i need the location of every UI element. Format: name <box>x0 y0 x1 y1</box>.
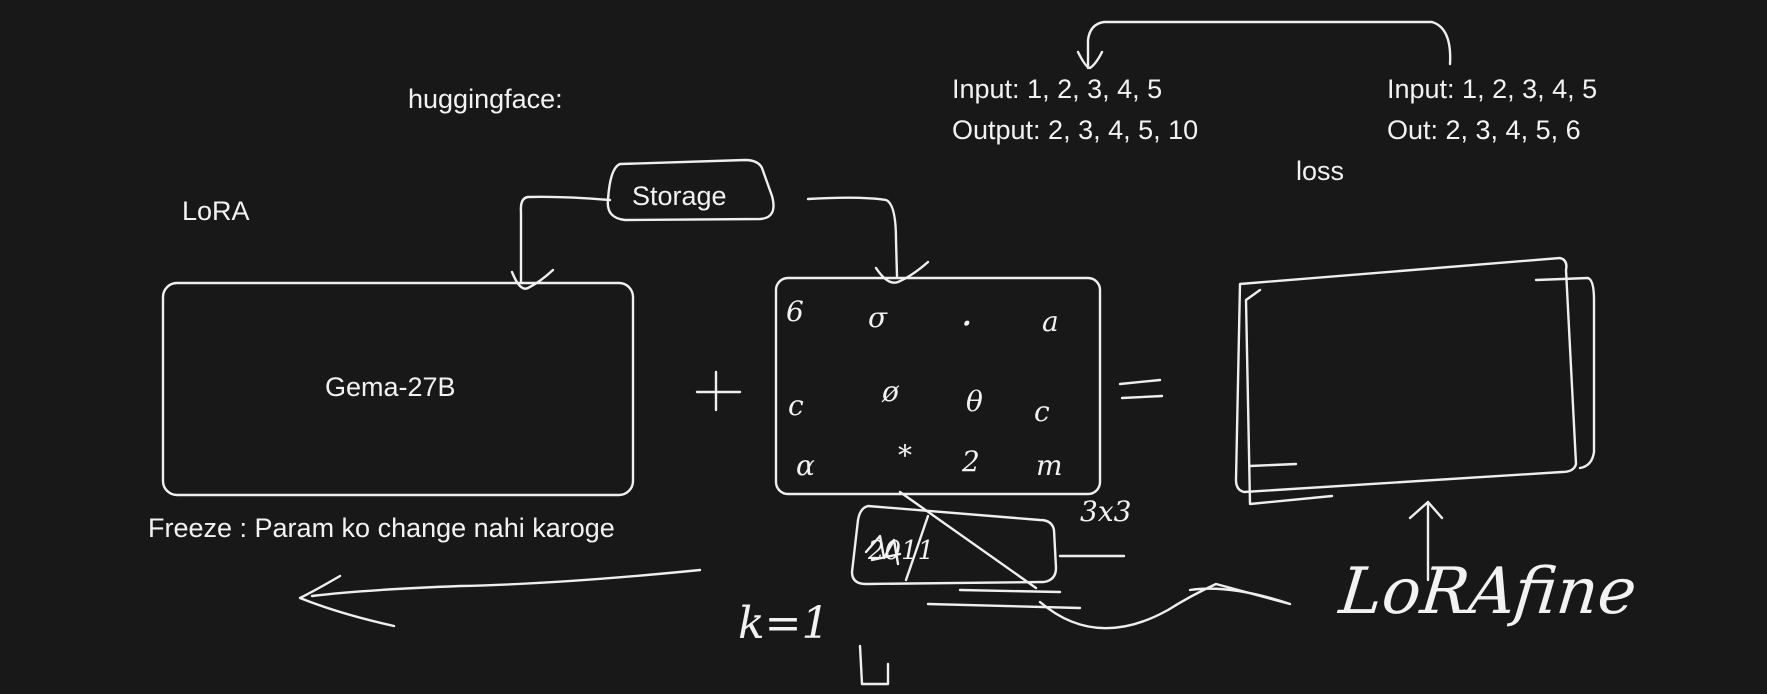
matrix-glyph: ø <box>882 375 899 408</box>
freeze-label: Freeze : Param ko change nahi karoge <box>148 513 615 543</box>
three-by-three-handwriting: 3x3 <box>1080 495 1132 528</box>
gema-box <box>161 281 635 497</box>
gema-label: Gema-27B <box>325 372 456 402</box>
feedback-arrowhead <box>1076 50 1104 70</box>
curved-arrow <box>1038 582 1292 630</box>
storage-to-matrix-arrow <box>806 196 899 278</box>
matrix-glyph: σ <box>868 301 888 334</box>
matrix-glyph: c <box>788 389 804 422</box>
lora-fine-handwriting: LoRAfine <box>1336 555 1640 629</box>
low-rank-box <box>850 504 1058 586</box>
up-arrow <box>1408 500 1444 582</box>
huggingface-label: huggingface: <box>408 84 563 114</box>
matrix-glyph: 2 <box>962 445 980 478</box>
low-rank-hatch <box>864 534 902 566</box>
matrix-glyph: ꞏ <box>960 307 969 340</box>
diagonal-stroke-2 <box>904 514 930 582</box>
feedback-arrow <box>1086 20 1452 70</box>
matrix-glyph: m <box>1036 449 1063 482</box>
k-equals-handwriting: k=1 <box>738 598 830 649</box>
loss-label: loss <box>1296 156 1345 186</box>
matrix-glyph: θ <box>966 385 983 418</box>
output-1-label: Output: 2, 3, 4, 5, 10 <box>952 115 1199 145</box>
matrix-glyph: c <box>1034 395 1050 428</box>
matrix-glyph: 6 <box>786 295 804 328</box>
input-1-label: Input: 1, 2, 3, 4, 5 <box>952 74 1163 104</box>
freeze-arrow <box>310 568 702 598</box>
storage-to-gema-arrow <box>519 195 612 284</box>
input-2-label: Input: 1, 2, 3, 4, 5 <box>1387 74 1598 104</box>
equals-sign <box>1118 378 1164 400</box>
plus-sign <box>695 370 742 412</box>
k-bracket <box>858 644 890 686</box>
matrix-glyph: a <box>1042 305 1059 338</box>
diagonal-stroke <box>898 490 1038 590</box>
storage-box <box>606 158 775 222</box>
output-box-back <box>1244 276 1596 506</box>
low-rank-handwriting: 2011 <box>868 536 935 566</box>
lora-matrix-box <box>774 276 1102 496</box>
lora-label: LoRA <box>182 196 250 226</box>
storage-to-gema-arrowhead <box>510 268 555 290</box>
output-box-front <box>1234 256 1578 494</box>
matrix-glyph: * <box>898 439 912 472</box>
bottom-underline <box>926 588 1082 610</box>
matrix-glyph: ɑ <box>796 449 815 482</box>
storage-label: Storage <box>632 181 727 211</box>
storage-to-matrix-arrowhead <box>874 260 930 284</box>
freeze-arrowhead <box>298 574 396 628</box>
output-box-tick <box>1248 462 1298 468</box>
output-2-label: Out: 2, 3, 4, 5, 6 <box>1387 115 1581 145</box>
